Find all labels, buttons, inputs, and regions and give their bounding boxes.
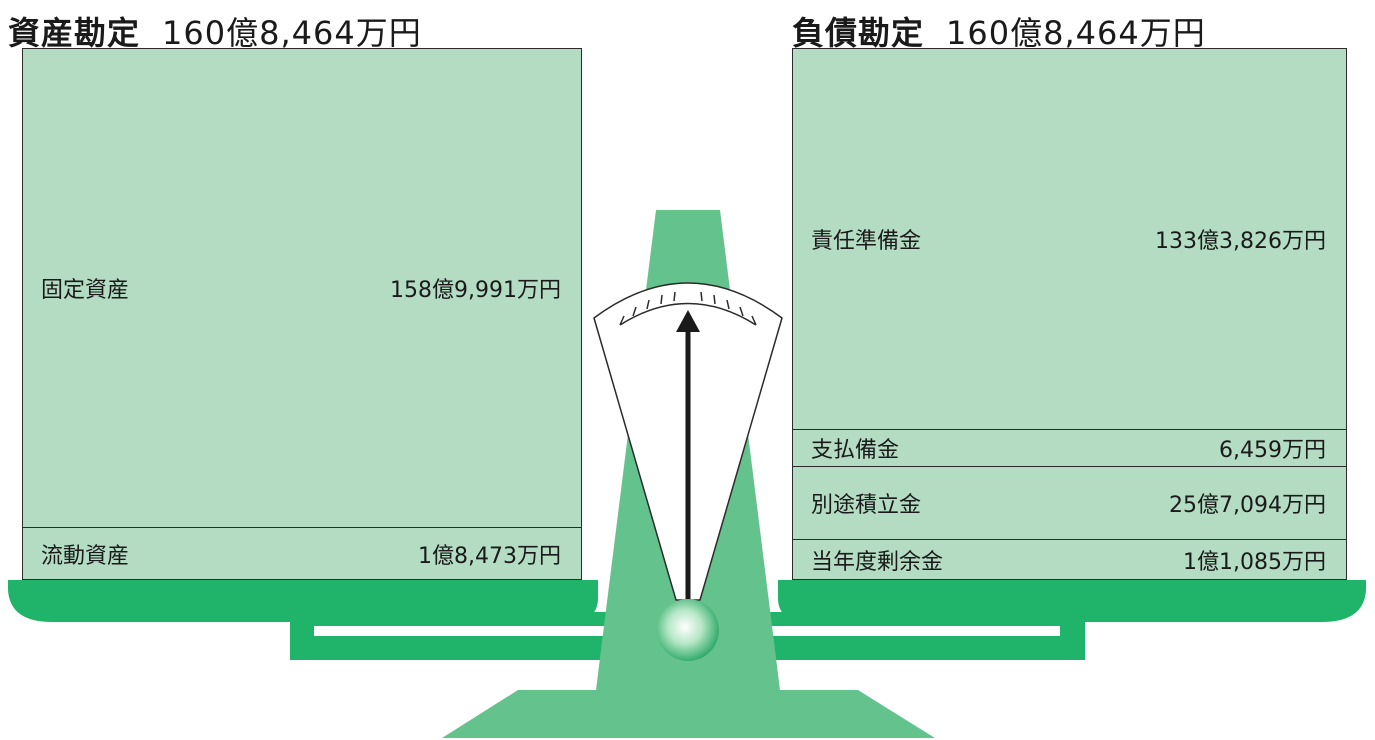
fixed-assets-label: 固定資産 bbox=[41, 278, 130, 303]
special-reserve-value: 25億7,094万円 bbox=[1169, 493, 1326, 518]
liabilities-heading-label: 負債勘定 bbox=[792, 14, 925, 52]
special-reserve-label: 別途積立金 bbox=[811, 493, 922, 518]
policy-reserve-row: 責任準備金 133億3,826万円 bbox=[793, 49, 1346, 429]
current-surplus-label: 当年度剰余金 bbox=[811, 549, 944, 575]
claims-reserve-label: 支払備金 bbox=[811, 438, 900, 463]
liabilities-panel: 責任準備金 133億3,826万円 支払備金 6,459万円 別途積立金 25億… bbox=[792, 48, 1347, 580]
assets-heading-amount: 160億8,464万円 bbox=[162, 14, 422, 52]
claims-reserve-row: 支払備金 6,459万円 bbox=[793, 429, 1346, 466]
liabilities-heading: 負債勘定 160億8,464万円 bbox=[792, 8, 1206, 54]
assets-heading: 資産勘定 160億8,464万円 bbox=[8, 8, 422, 54]
policy-reserve-label: 責任準備金 bbox=[811, 229, 922, 254]
fixed-assets-row: 固定資産 158億9,991万円 bbox=[23, 49, 581, 527]
special-reserve-row: 別途積立金 25億7,094万円 bbox=[793, 466, 1346, 539]
fixed-assets-value: 158億9,991万円 bbox=[390, 278, 561, 303]
needle-arrowhead bbox=[676, 310, 700, 332]
scale-base bbox=[442, 690, 935, 738]
assets-panel: 固定資産 158億9,991万円 流動資産 1億8,473万円 bbox=[22, 48, 582, 580]
dial-ticks bbox=[619, 291, 757, 326]
liabilities-heading-amount: 160億8,464万円 bbox=[946, 14, 1206, 52]
current-assets-value: 1億8,473万円 bbox=[418, 543, 561, 569]
current-assets-label: 流動資産 bbox=[41, 543, 130, 569]
claims-reserve-value: 6,459万円 bbox=[1219, 438, 1326, 463]
policy-reserve-value: 133億3,826万円 bbox=[1155, 229, 1326, 254]
right-scale-pan bbox=[778, 580, 1366, 622]
current-assets-row: 流動資産 1億8,473万円 bbox=[23, 527, 581, 579]
left-scale-pan bbox=[8, 580, 598, 622]
current-surplus-value: 1億1,085万円 bbox=[1183, 549, 1326, 575]
pivot-ball bbox=[657, 599, 719, 661]
assets-heading-label: 資産勘定 bbox=[8, 14, 141, 52]
current-surplus-row: 当年度剰余金 1億1,085万円 bbox=[793, 539, 1346, 579]
